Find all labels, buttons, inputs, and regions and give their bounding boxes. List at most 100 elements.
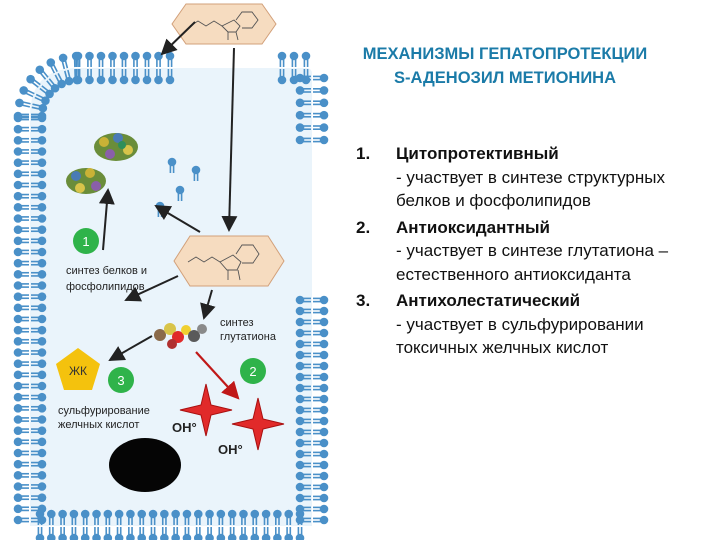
- phospholipid: [46, 58, 58, 74]
- phospholipid: [295, 98, 311, 108]
- phospholipid: [227, 509, 237, 525]
- phospholipid: [313, 86, 329, 95]
- phospholipid: [96, 51, 106, 67]
- phospholipid: [131, 69, 140, 85]
- phospholipid: [313, 98, 329, 108]
- phospholipid: [31, 437, 47, 447]
- phospholipid: [313, 123, 329, 132]
- phospholipid: [31, 415, 47, 424]
- phospholipid: [284, 509, 293, 525]
- phospholipid: [31, 158, 47, 167]
- phospholipid: [313, 493, 329, 503]
- phospholipid: [295, 482, 311, 492]
- phospholipid: [160, 527, 169, 540]
- protein-synthesis-label-line1: синтез белков и: [66, 265, 147, 277]
- phospholipid: [13, 426, 29, 435]
- phospholipid: [126, 527, 135, 540]
- phospholipid: [295, 438, 311, 448]
- phospholipid: [13, 169, 29, 179]
- phospholipid: [47, 509, 56, 525]
- phospholipid: [295, 295, 311, 305]
- phospholipid: [154, 51, 163, 67]
- phospholipid: [31, 191, 47, 201]
- glutathione-label-line1: синтез: [220, 317, 254, 329]
- phospholipid: [295, 460, 311, 470]
- list-item: 1. Цитопротективный - участвует в синтез…: [356, 142, 706, 213]
- phospholipid: [13, 158, 29, 167]
- phospholipid: [58, 53, 69, 70]
- phospholipid: [13, 359, 29, 368]
- phospholipid: [148, 509, 158, 525]
- phospholipid: [31, 103, 48, 113]
- phospholipid: [193, 509, 203, 525]
- svg-text:ЖК: ЖК: [69, 364, 87, 378]
- phospholipid: [31, 247, 47, 257]
- sulfation-label-line1: сульфурирование: [58, 405, 150, 417]
- phospholipid: [160, 509, 169, 525]
- phospholipid: [31, 214, 47, 223]
- phospholipid: [13, 448, 29, 458]
- phospholipid: [13, 270, 29, 279]
- badge-2: 2: [240, 358, 266, 384]
- phospholipid: [295, 416, 311, 426]
- phospholipid: [31, 348, 47, 357]
- phospholipid: [31, 314, 47, 324]
- phospholipid: [31, 281, 47, 290]
- phospholipid: [34, 93, 50, 105]
- phospholipid: [31, 292, 47, 301]
- phospholipid: [39, 85, 54, 99]
- phospholipid: [295, 372, 311, 382]
- phospholipid: [13, 225, 29, 234]
- phospholipid: [31, 203, 47, 212]
- phospholipid: [31, 448, 47, 458]
- svg-text:3: 3: [117, 373, 124, 388]
- phospholipid: [142, 51, 152, 67]
- phospholipid: [72, 68, 82, 85]
- phospholipid: [313, 372, 329, 382]
- cell-membrane: [13, 51, 329, 540]
- phospholipid: [69, 527, 79, 540]
- phospholipid: [46, 78, 60, 93]
- phospholipid: [13, 180, 29, 190]
- phospholipid: [313, 438, 329, 448]
- phospholipid: [239, 527, 248, 540]
- phospholipid: [191, 165, 201, 181]
- phospholipid: [13, 203, 29, 212]
- phospholipid: [114, 509, 124, 525]
- phospholipid: [85, 69, 94, 85]
- phospholipid: [313, 73, 329, 83]
- phospholipid: [273, 509, 282, 525]
- phospholipid: [96, 69, 106, 85]
- phospholipid: [13, 214, 29, 223]
- phospholipid: [35, 527, 45, 540]
- phospholipid: [31, 337, 47, 346]
- phospholipid: [13, 482, 29, 491]
- phospholipid: [71, 51, 81, 68]
- phospholipid: [13, 415, 29, 424]
- title-line-1: МЕХАНИЗМЫ ГЕПАТОПРОТЕКЦИИ: [362, 45, 648, 63]
- phospholipid: [31, 392, 47, 402]
- item-title: Цитопротективный: [396, 144, 559, 163]
- radical-label-1: OH°: [172, 420, 197, 435]
- glutathione-label-line2: глутатиона: [220, 331, 277, 343]
- phospholipid: [13, 236, 29, 246]
- item-description: - участвует в синтезе структурных белков…: [396, 167, 665, 211]
- phospholipid: [31, 169, 47, 179]
- svg-text:2: 2: [249, 364, 256, 379]
- phospholipid: [13, 471, 29, 480]
- phospholipid: [295, 471, 311, 481]
- phospholipid: [13, 437, 29, 447]
- svg-text:1: 1: [82, 234, 89, 249]
- phospholipid: [295, 110, 311, 120]
- phospholipid: [295, 306, 311, 316]
- phospholipid: [31, 111, 47, 121]
- phospholipid: [295, 493, 311, 503]
- phospholipid: [13, 147, 29, 156]
- phospholipid: [165, 69, 175, 85]
- phospholipid: [284, 527, 293, 540]
- glutathione-molecule: [154, 323, 207, 349]
- phospholipid: [167, 157, 177, 173]
- phospholipid: [154, 69, 163, 85]
- bile-acid-icon: ЖК: [56, 348, 100, 390]
